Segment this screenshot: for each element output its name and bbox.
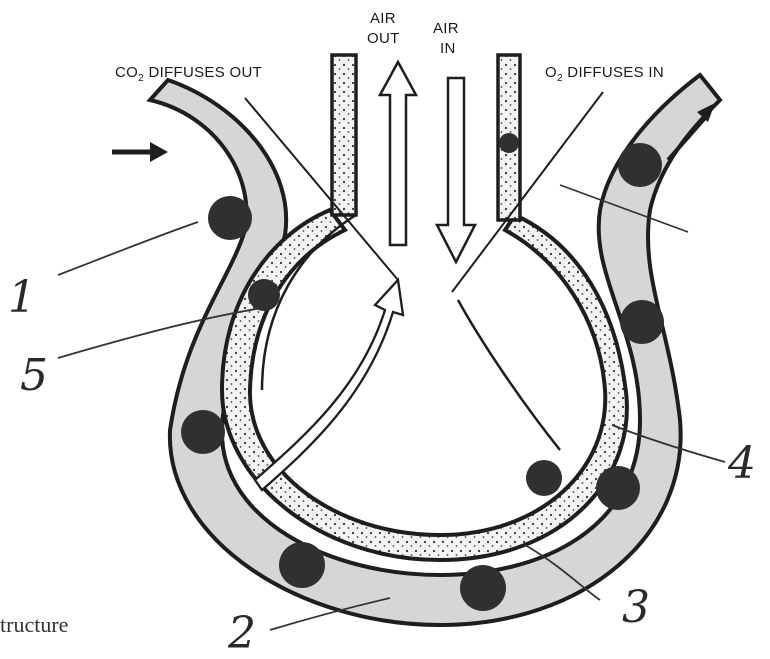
red-blood-cell [596, 466, 640, 510]
air-in-label-line1: AIR [433, 20, 459, 37]
label-line-1 [58, 222, 198, 275]
air-space-edge-right [458, 300, 560, 450]
air-out-label-line1: AIR [370, 10, 396, 27]
alveolar-wall [222, 210, 627, 560]
red-blood-cell [526, 460, 562, 496]
air-in-label-line2: IN [440, 40, 456, 57]
red-blood-cell [620, 300, 664, 344]
label-number-1: 1 [8, 272, 36, 323]
air-out-label-line2: OUT [367, 30, 400, 47]
blood-inflow-arrowhead [150, 142, 168, 162]
air-out-arrow [380, 62, 416, 245]
red-blood-cell [208, 196, 252, 240]
o2-diffuses-in-label: O2 DIFFUSES IN [545, 64, 664, 84]
air-in-arrow [437, 78, 475, 262]
red-blood-cell [279, 542, 325, 588]
red-blood-cell [248, 279, 280, 311]
label-number-3: 3 [622, 582, 650, 633]
diffusion-arrow-left [255, 280, 403, 490]
co2-diffuses-out-label: CO2 DIFFUSES OUT [115, 64, 262, 84]
cropped-caption-text: tructure [0, 612, 68, 638]
airway-left-wall [332, 55, 356, 215]
red-blood-cell [181, 410, 225, 454]
red-blood-cell [499, 133, 519, 153]
label-number-5: 5 [20, 350, 48, 401]
red-blood-cell [618, 143, 662, 187]
label-number-2: 2 [228, 608, 256, 659]
red-blood-cell [460, 565, 506, 611]
label-number-4: 4 [728, 438, 756, 489]
